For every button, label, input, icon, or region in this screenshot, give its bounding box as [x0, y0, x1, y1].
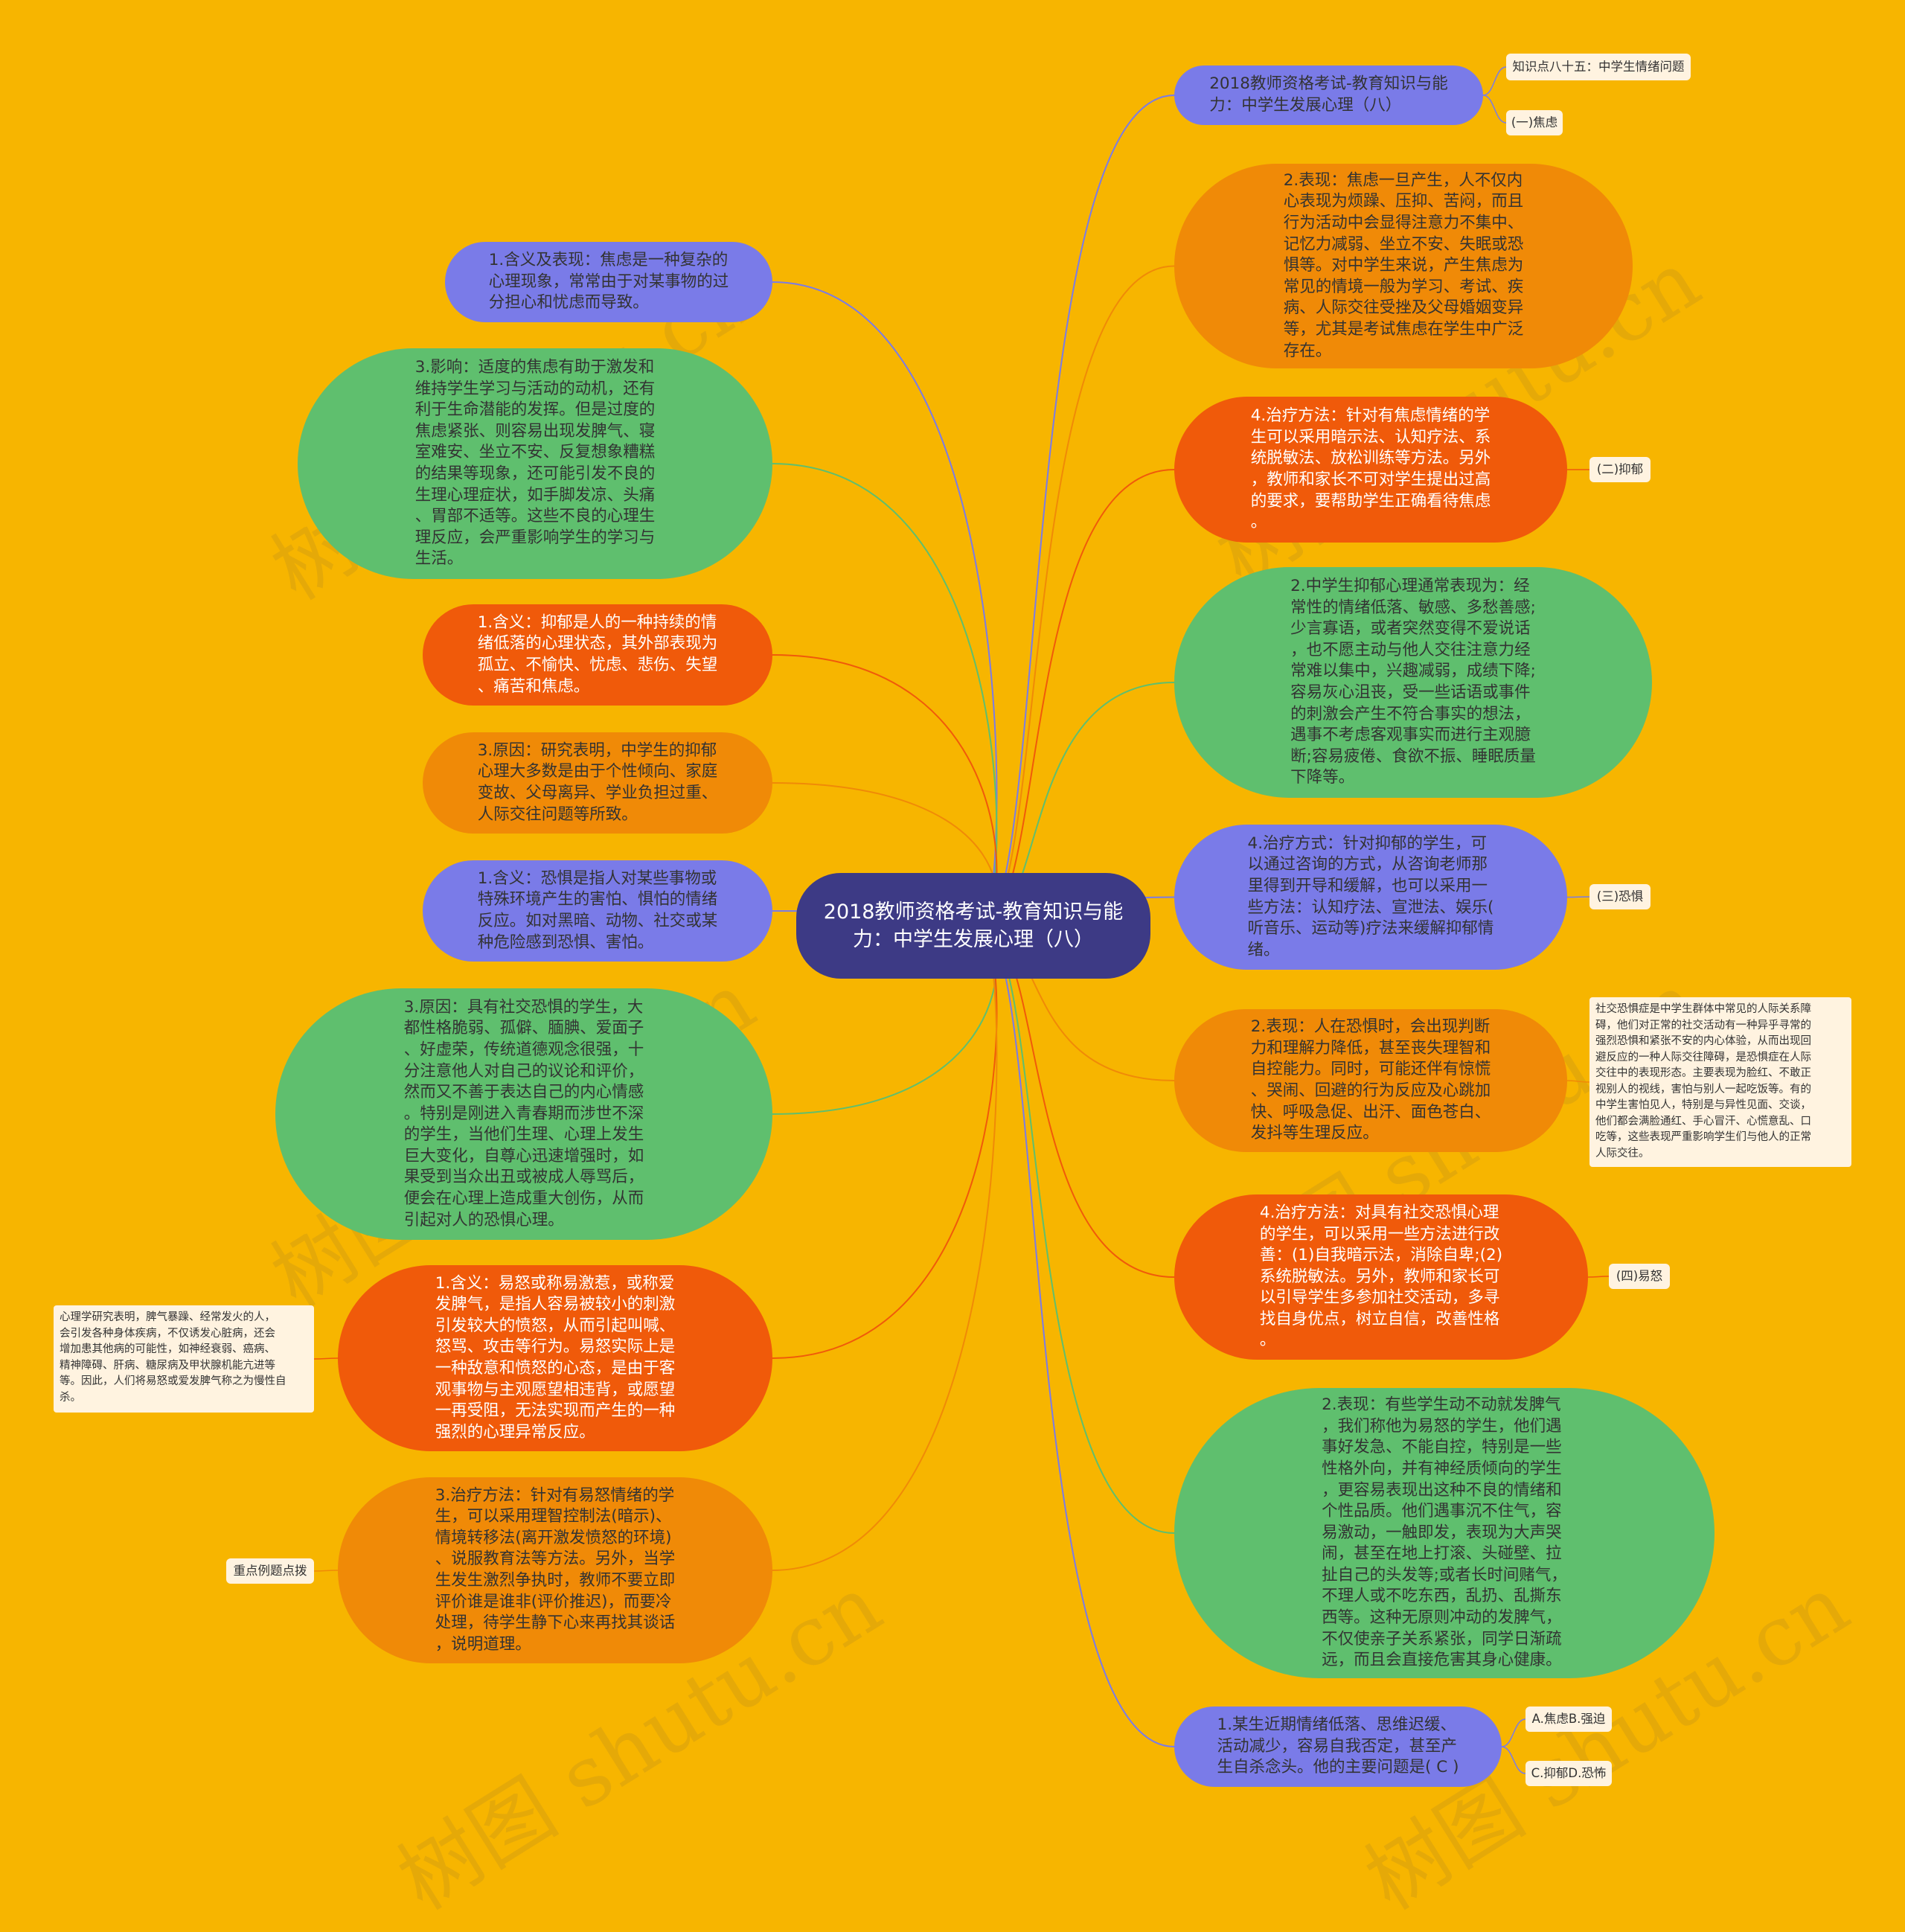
irritability-treatment-node[interactable]: 3.治疗方法：针对有易怒情绪的学 生，可以采用理智控制法(暗示)、 情境转移法(…: [338, 1477, 772, 1663]
fear-cause-node[interactable]: 3.原因：具有社交恐惧的学生，大 都性格脆弱、孤僻、腼腆、爱面子 、好虚荣，传统…: [275, 988, 772, 1240]
connector-line: [772, 925, 998, 1359]
tag-connector-line: [1566, 896, 1590, 898]
anxiety-treatment-node[interactable]: 4.治疗方法：针对有焦虑情绪的学 生可以采用暗示法、认知疗法、系 统脱敏法、放松…: [1174, 397, 1567, 543]
irritability-definition-node[interactable]: 1.含义：易怒或称易激惹，或称爱 发脾气，是指人容易被较小的刺激 引发较大的愤怒…: [338, 1265, 772, 1451]
tag-connector-line: [1566, 1080, 1590, 1083]
title-node[interactable]: 2018教师资格考试-教育知识与能 力：中学生发展心理（八）: [1174, 65, 1483, 125]
tag-connector-line: [313, 1357, 339, 1360]
quiz-question-node[interactable]: 1.某生近期情绪低落、思维迟缓、 活动减少，容易自我否定，甚至产 生自杀念头。他…: [1174, 1707, 1502, 1787]
root-topic[interactable]: 2018教师资格考试-教育知识与能力：中学生发展心理（八）: [796, 873, 1150, 979]
fear-treatment-node[interactable]: 4.治疗方法：对具有社交恐惧心理 的学生，可以采用一些方法进行改 善：(1)自我…: [1174, 1194, 1588, 1360]
tag-anxiety[interactable]: (一)焦虑: [1506, 110, 1563, 135]
irritability-symptoms-node[interactable]: 2.表现：有些学生动不动就发脾气 ，我们称他为易怒的学生，他们遇 事好发急、不能…: [1174, 1388, 1714, 1678]
note-irritability-health[interactable]: 心理学研究表明，脾气暴躁、经常发火的人， 会引发各种身体疾病，不仅诱发心脏病，还…: [54, 1305, 314, 1413]
depression-treatment-node[interactable]: 4.治疗方式：针对抑郁的学生，可 以通过咨询的方式，从咨询老师那 里得到开导和缓…: [1174, 825, 1567, 970]
depression-symptoms-node[interactable]: 2.中学生抑郁心理通常表现为：经 常性的情绪低落、敏感、多愁善感; 少言寡语，或…: [1174, 567, 1652, 798]
quiz-option-cd[interactable]: C.抑郁D.恐怖: [1525, 1761, 1612, 1786]
fear-definition-node[interactable]: 1.含义：恐惧是指人对某些事物或 特殊环境产生的害怕、惧怕的情绪 反应。如对黑暗…: [423, 860, 772, 962]
connector-line: [772, 925, 998, 1571]
tag-connector-line: [313, 1570, 339, 1572]
tag-connector-line: [1501, 1746, 1526, 1774]
tag-depression[interactable]: (二)抑郁: [1589, 457, 1651, 482]
anxiety-definition-node[interactable]: 1.含义及表现：焦虑是一种复杂的 心理现象，常常由于对某事物的过 分担心和忧虑而…: [445, 242, 772, 322]
tag-knowledge-point[interactable]: 知识点八十五：中学生情绪问题: [1506, 54, 1691, 80]
tag-connector-line: [1587, 1276, 1610, 1278]
connector-line: [980, 469, 1175, 927]
tag-connector-line: [1501, 1718, 1526, 1747]
anxiety-impact-node[interactable]: 3.影响：适度的焦虑有助于激发和 维持学生学习与活动的动机，还有 利于生命潜能的…: [298, 348, 772, 579]
connector-line: [772, 463, 998, 927]
connector-line: [772, 281, 998, 927]
tag-irritability[interactable]: (四)易怒: [1609, 1264, 1670, 1289]
tag-key-example[interactable]: 重点例题点拨: [226, 1558, 314, 1584]
connector-line: [980, 265, 1175, 927]
anxiety-symptoms-node[interactable]: 2.表现：焦虑一旦产生，人不仅内 心表现为烦躁、压抑、苦闷，而且 行为活动中会显…: [1174, 164, 1633, 368]
tag-connector-line: [1482, 66, 1507, 96]
connector-line: [980, 95, 1175, 927]
connector-line: [980, 925, 1175, 1534]
tag-connector-line: [1482, 95, 1507, 124]
depression-definition-node[interactable]: 1.含义：抑郁是人的一种持续的情 绪低落的心理状态，其外部表现为 孤立、不愉快、…: [423, 604, 772, 706]
depression-cause-node[interactable]: 3.原因：研究表明，中学生的抑郁 心理大多数是由于个性倾向、家庭 变故、父母离异…: [423, 732, 772, 834]
quiz-option-ab[interactable]: A.焦虑B.强迫: [1525, 1707, 1612, 1732]
root-topic-label: 2018教师资格考试-教育知识与能力：中学生发展心理（八）: [823, 901, 1124, 951]
note-social-phobia[interactable]: 社交恐惧症是中学生群体中常见的人际关系障 碍，他们对正常的社交活动有一种异乎寻常…: [1589, 997, 1851, 1167]
tag-fear[interactable]: (三)恐惧: [1589, 884, 1651, 909]
fear-symptoms-node[interactable]: 2.表现：人在恐惧时，会出现判断 力和理解力降低，甚至丧失理智和 自控能力。同时…: [1174, 1009, 1567, 1152]
